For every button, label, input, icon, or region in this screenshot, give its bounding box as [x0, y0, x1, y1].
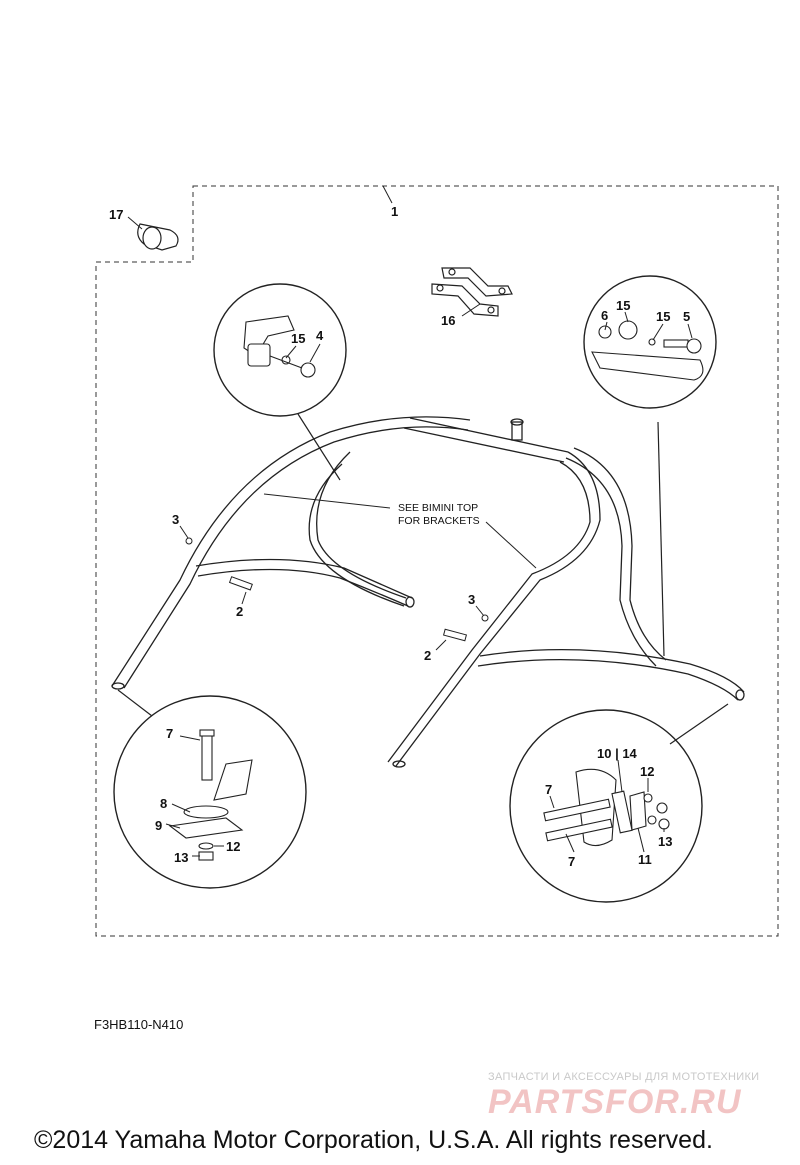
- callout-13b: 13: [658, 834, 672, 849]
- leader-note-a: [263, 493, 391, 509]
- callout-7b: 7: [545, 782, 552, 797]
- leader-circle-right: [657, 421, 665, 657]
- leader-15c: [652, 323, 664, 341]
- detail-circle-base-left: [113, 695, 307, 889]
- callout-13a: 13: [174, 850, 188, 865]
- note-line-1: SEE BIMINI TOP: [398, 502, 478, 514]
- washer-3a: [185, 537, 193, 545]
- watermark-tagline: ЗАПЧАСТИ И АКСЕССУАРЫ ДЛЯ МОТОТЕХНИКИ: [488, 1071, 760, 1083]
- base-left-assembly: [168, 729, 253, 861]
- callout-15a: 15: [291, 331, 305, 346]
- part-17-cap: [137, 223, 179, 251]
- callout-1: 1: [391, 204, 398, 219]
- base-right-assembly: [543, 768, 670, 847]
- bolt-2b: [442, 628, 468, 642]
- callout-16: 16: [441, 313, 455, 328]
- leader-2b: [435, 639, 447, 651]
- leader-15a: [285, 345, 297, 359]
- leader-5: [687, 323, 693, 339]
- leader-circle-left: [297, 413, 341, 481]
- callout-3b: 3: [468, 592, 475, 607]
- callout-4: 4: [316, 328, 324, 343]
- washer-3b: [481, 614, 489, 622]
- leader-8: [171, 803, 191, 813]
- knob-left-assembly: [243, 315, 316, 378]
- leader-circle-base-right: [669, 703, 729, 745]
- leader-1014: [617, 759, 623, 793]
- leader-9: [165, 823, 181, 829]
- leader-15b: [624, 311, 629, 323]
- callout-15b: 15: [616, 298, 630, 313]
- detail-circle-knob-left: [213, 283, 347, 417]
- watermark-logo: PARTSFOR.RU: [488, 1083, 742, 1121]
- leader-note-b: [485, 521, 537, 569]
- leader-1: [382, 185, 393, 204]
- leader-17: [127, 216, 143, 230]
- leader-6: [604, 321, 608, 331]
- part-16-brackets: [431, 267, 513, 317]
- callout-10-14: 10 | 14: [597, 746, 638, 761]
- leader-4: [309, 343, 321, 363]
- knob-right-assembly: [591, 320, 704, 381]
- copyright-notice: ©2014 Yamaha Motor Corporation, U.S.A. A…: [34, 1126, 713, 1154]
- leader-3b: [475, 605, 485, 617]
- bolt-2a: [228, 576, 253, 591]
- callout-9: 9: [155, 818, 162, 833]
- leader-7a: [179, 735, 201, 741]
- callout-12a: 12: [226, 839, 240, 854]
- callout-7a: 7: [166, 726, 173, 741]
- callout-17: 17: [109, 207, 123, 222]
- leader-2a: [241, 591, 247, 605]
- tower-frame: [111, 416, 745, 768]
- callout-12b: 12: [640, 764, 654, 779]
- callout-8: 8: [160, 796, 167, 811]
- callout-15c: 15: [656, 309, 670, 324]
- assembly-boundary: [95, 185, 779, 937]
- leader-circle-base-left: [117, 689, 153, 717]
- callout-3a: 3: [172, 512, 179, 527]
- leader-16: [461, 303, 481, 317]
- callout-2a: 2: [236, 604, 243, 619]
- leader-3a: [179, 525, 189, 539]
- figure-code: F3HB110-N410: [94, 1017, 184, 1032]
- callout-11: 11: [638, 852, 652, 867]
- callout-6: 6: [601, 308, 608, 323]
- leader-7b: [549, 795, 555, 809]
- callout-7c: 7: [568, 854, 575, 869]
- leader-11: [637, 827, 645, 853]
- leader-7c: [565, 833, 575, 853]
- callout-2b: 2: [424, 648, 431, 663]
- callout-5: 5: [683, 309, 690, 324]
- note-line-2: FOR BRACKETS: [398, 515, 480, 527]
